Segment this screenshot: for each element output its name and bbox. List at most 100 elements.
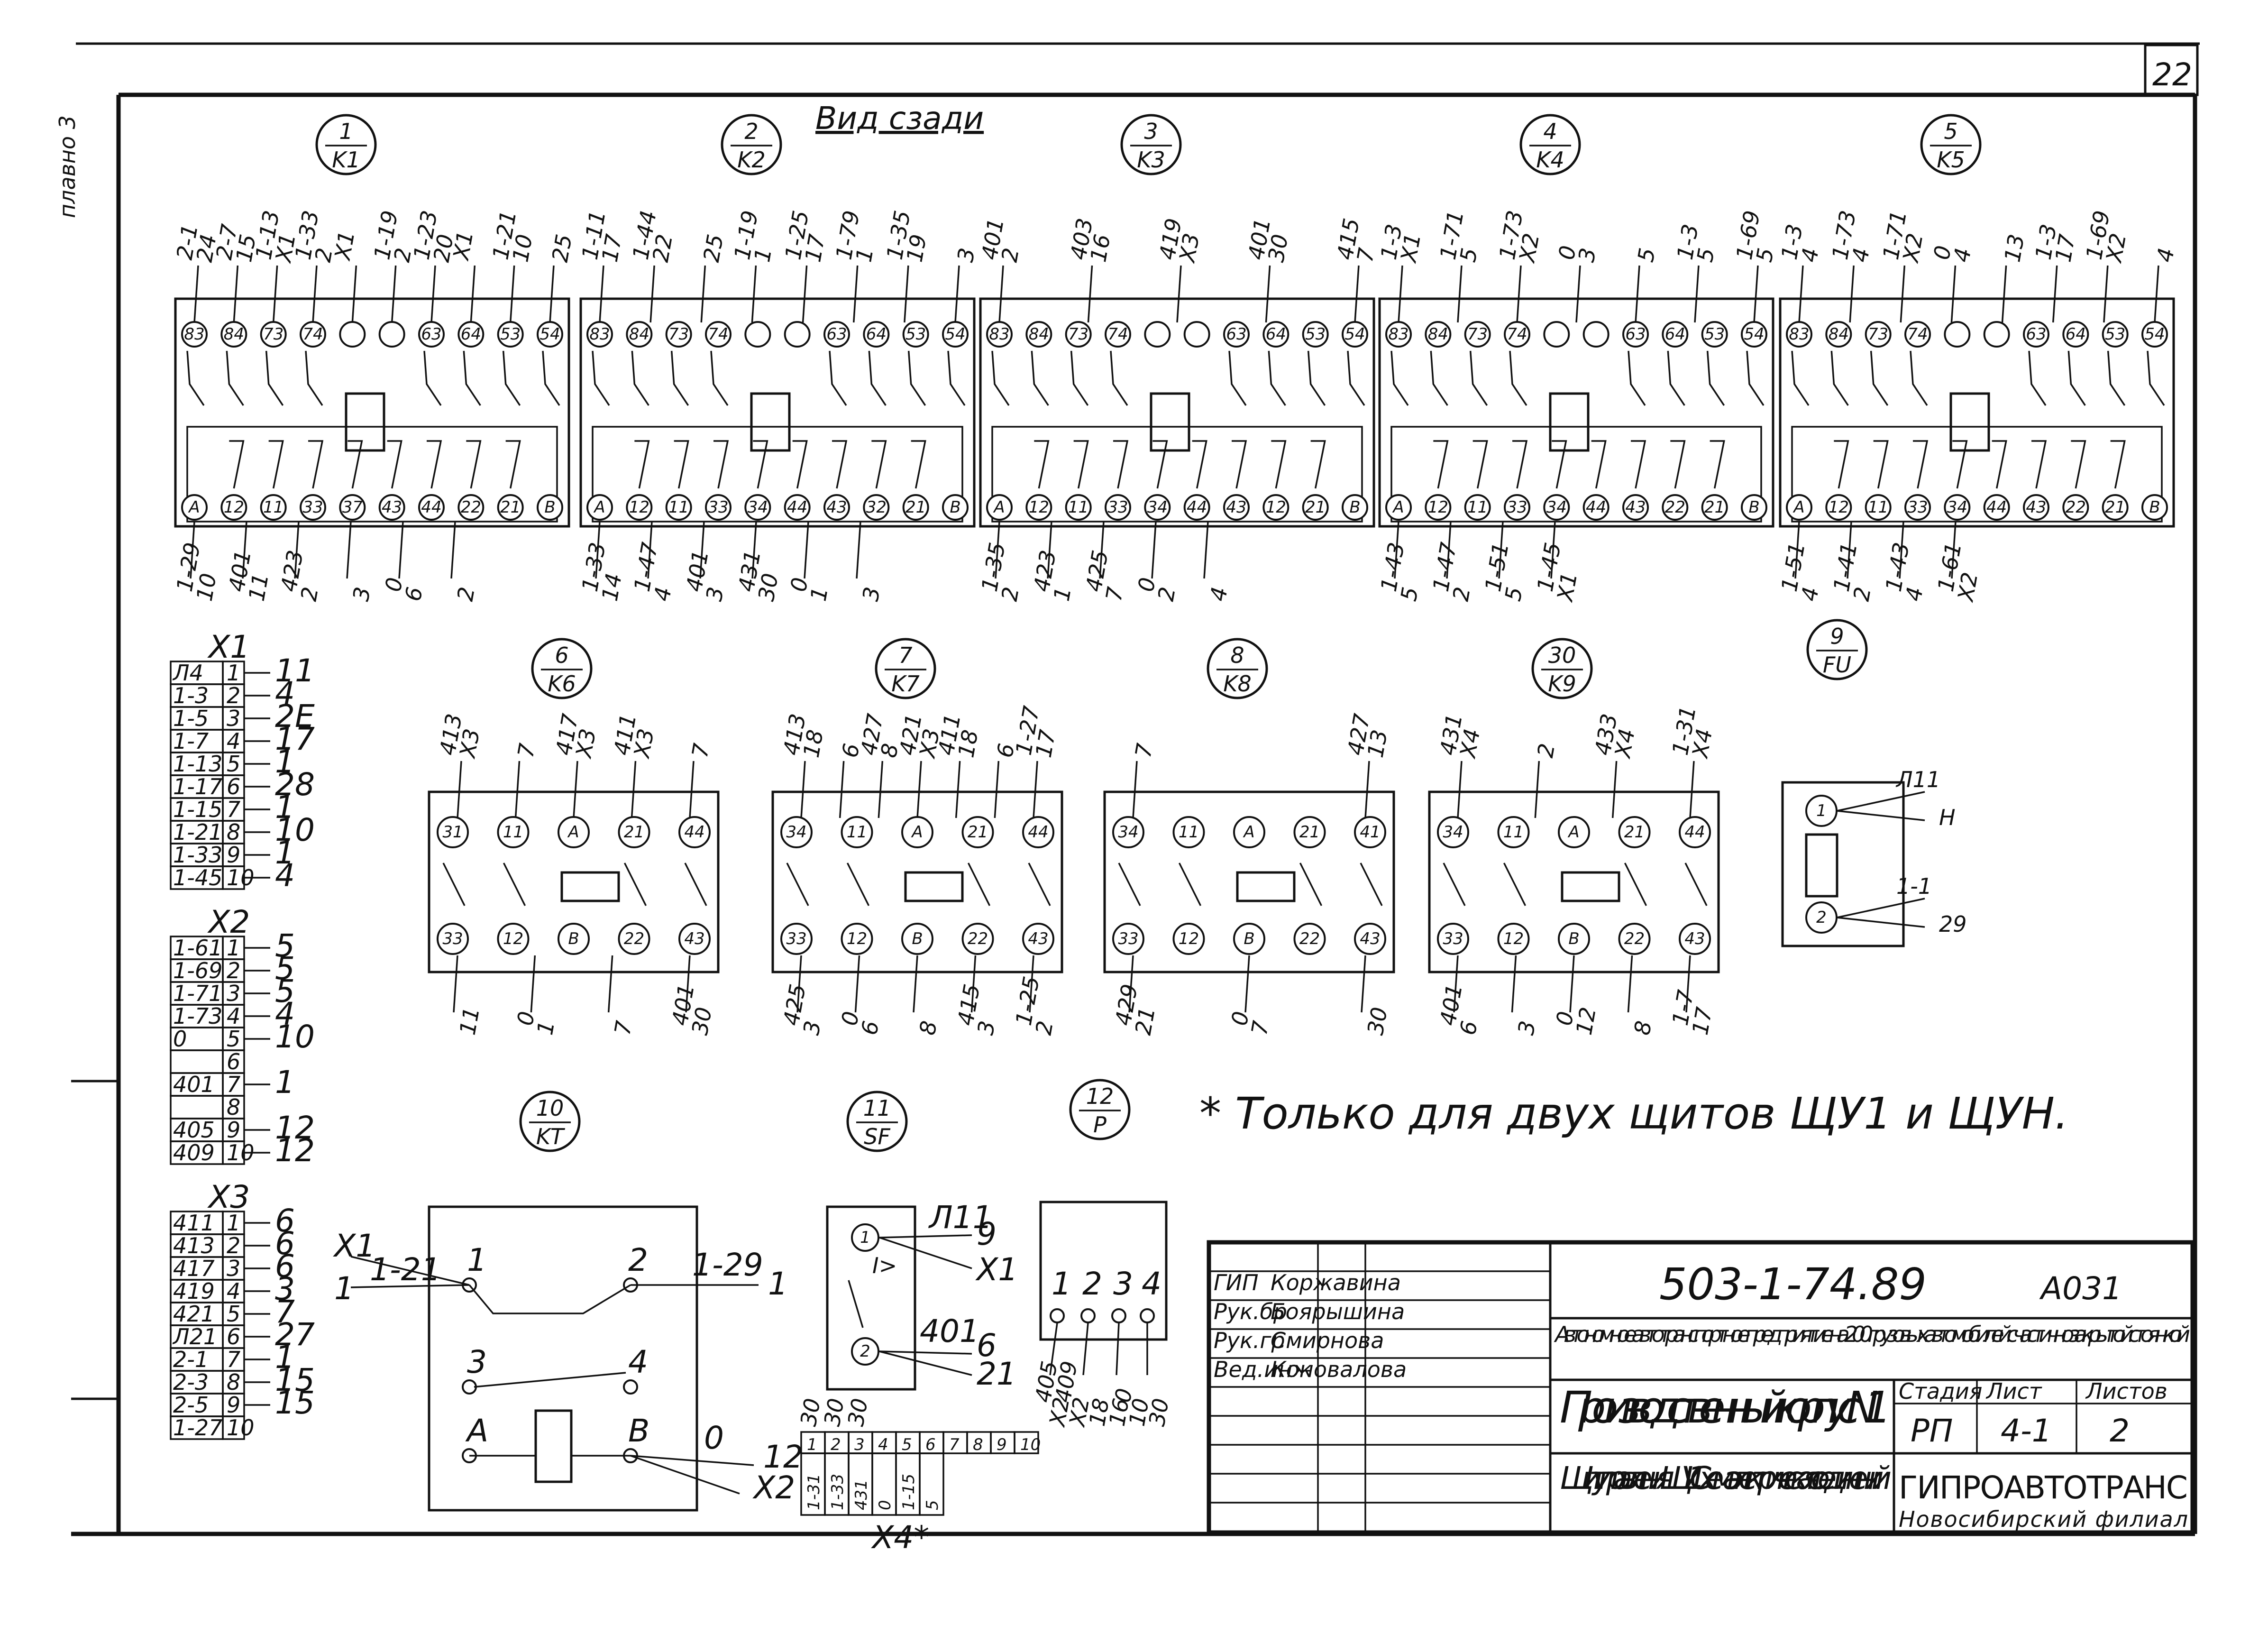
terminal-label: 54: [1744, 325, 1764, 344]
terminal: [851, 1337, 879, 1366]
wire: [1534, 761, 1540, 818]
wire: [1457, 761, 1463, 818]
wire-dest: 15: [231, 232, 261, 264]
terminal-label: 2: [628, 1242, 648, 1278]
terminal-label: 73: [1868, 325, 1888, 344]
contact-symbol: [1870, 350, 1889, 406]
terminal-label: 11: [668, 498, 689, 517]
block-num: 7: [227, 1072, 240, 1097]
block-dest: 2E: [275, 698, 315, 734]
contact-symbol: [2110, 440, 2126, 489]
terminal: [462, 1379, 477, 1395]
wire-label: 1-7: [1667, 988, 1699, 1028]
relay-coil: [750, 392, 791, 452]
badge-id: 3: [1144, 119, 1158, 144]
terminal: [626, 321, 653, 348]
terminal: [961, 816, 994, 848]
contact-symbol: [753, 440, 768, 489]
terminal-label: 1: [1052, 1266, 1071, 1302]
terminal-label: B: [568, 929, 579, 948]
device-badge: [1207, 638, 1268, 699]
terminal: [1825, 494, 1852, 521]
badge-id: 12: [1086, 1083, 1114, 1109]
badge-code: KT: [536, 1124, 566, 1149]
wire: [1128, 955, 1134, 1013]
terminal-label: 63: [2026, 325, 2046, 344]
wire-dest: 7: [1130, 742, 1158, 760]
x4-wire: 431: [852, 1479, 871, 1510]
terminal: [1904, 321, 1931, 348]
wire-dest: X1: [1395, 231, 1426, 265]
terminal: [1504, 494, 1530, 521]
terminal: [339, 494, 366, 521]
contact-symbol: [463, 350, 481, 406]
contact-symbol: [1791, 350, 1810, 406]
x4-num: 3: [854, 1435, 865, 1454]
timer-body: [428, 1205, 698, 1512]
badge-code: FU: [1823, 652, 1851, 678]
wire-dest: 7: [512, 742, 540, 760]
terminal-label: 12: [1428, 498, 1448, 517]
terminal: [1065, 321, 1092, 348]
wire-label: 2-1: [172, 222, 203, 262]
wire-dest: H: [1939, 805, 1956, 830]
wire: [312, 265, 318, 323]
wire-dest: 4: [1796, 585, 1824, 603]
relay-body: [1428, 790, 1720, 973]
terminal: [1302, 321, 1329, 348]
block-wire: 409: [173, 1140, 215, 1166]
wire-dest: 3: [972, 1019, 1000, 1037]
relay-contact-block: [1390, 426, 1762, 523]
wire-dest: 17: [597, 232, 627, 264]
terminal: [1144, 321, 1171, 348]
terminal-label: 4: [1142, 1266, 1161, 1302]
terminal: [437, 816, 469, 848]
block-num: 5: [227, 751, 240, 777]
wire: [647, 521, 653, 579]
wire: [398, 521, 404, 579]
terminal: [1025, 321, 1052, 348]
terminal: [1050, 1308, 1065, 1323]
terminal: [784, 494, 811, 521]
block-dest: 1: [275, 789, 295, 826]
wire-dest: 21: [1130, 1005, 1160, 1037]
block-num: 5: [227, 1301, 240, 1327]
terminal-label: A: [593, 498, 605, 517]
wire-dest: X2: [1064, 1395, 1094, 1429]
terminal: [2023, 321, 2049, 348]
wire: [796, 955, 802, 1013]
terminal-label: 11: [1503, 823, 1524, 842]
wire-dest: 2: [296, 585, 323, 603]
wire: [970, 955, 977, 1013]
terminal: [665, 321, 692, 348]
contact-symbol: [592, 350, 610, 406]
terminal-label: A: [911, 823, 923, 842]
wire: [1837, 791, 1925, 812]
badge-code: K2: [737, 147, 765, 173]
contact-symbol: [1073, 440, 1089, 489]
terminal-label: 43: [1226, 498, 1246, 517]
tb-branch: Новосибирский филиал: [1899, 1506, 2188, 1532]
terminal-label: B: [912, 929, 923, 948]
contact-symbol: [631, 350, 649, 406]
terminal: [1293, 923, 1326, 955]
block-num: 2: [227, 683, 240, 708]
block-num: 1: [227, 660, 240, 686]
wire-dest: X4: [1454, 727, 1485, 761]
block-num: 4: [227, 728, 240, 754]
x4-wire: 5: [923, 1500, 942, 1510]
terminal: [1223, 321, 1250, 348]
wire: [699, 521, 705, 579]
terminal: [497, 494, 524, 521]
wire-label: 2-7: [211, 222, 242, 262]
device-badge: [1120, 114, 1182, 175]
contact-symbol: [1070, 350, 1089, 406]
terminal-label: 21: [968, 823, 988, 842]
badge-code: K8: [1223, 671, 1251, 697]
wire-dest: 1: [1049, 585, 1076, 603]
wire-label: 1-51: [1776, 541, 1810, 594]
terminal-label: 73: [263, 325, 284, 344]
wire-dest: 8: [915, 1019, 942, 1037]
wire: [1453, 955, 1459, 1013]
